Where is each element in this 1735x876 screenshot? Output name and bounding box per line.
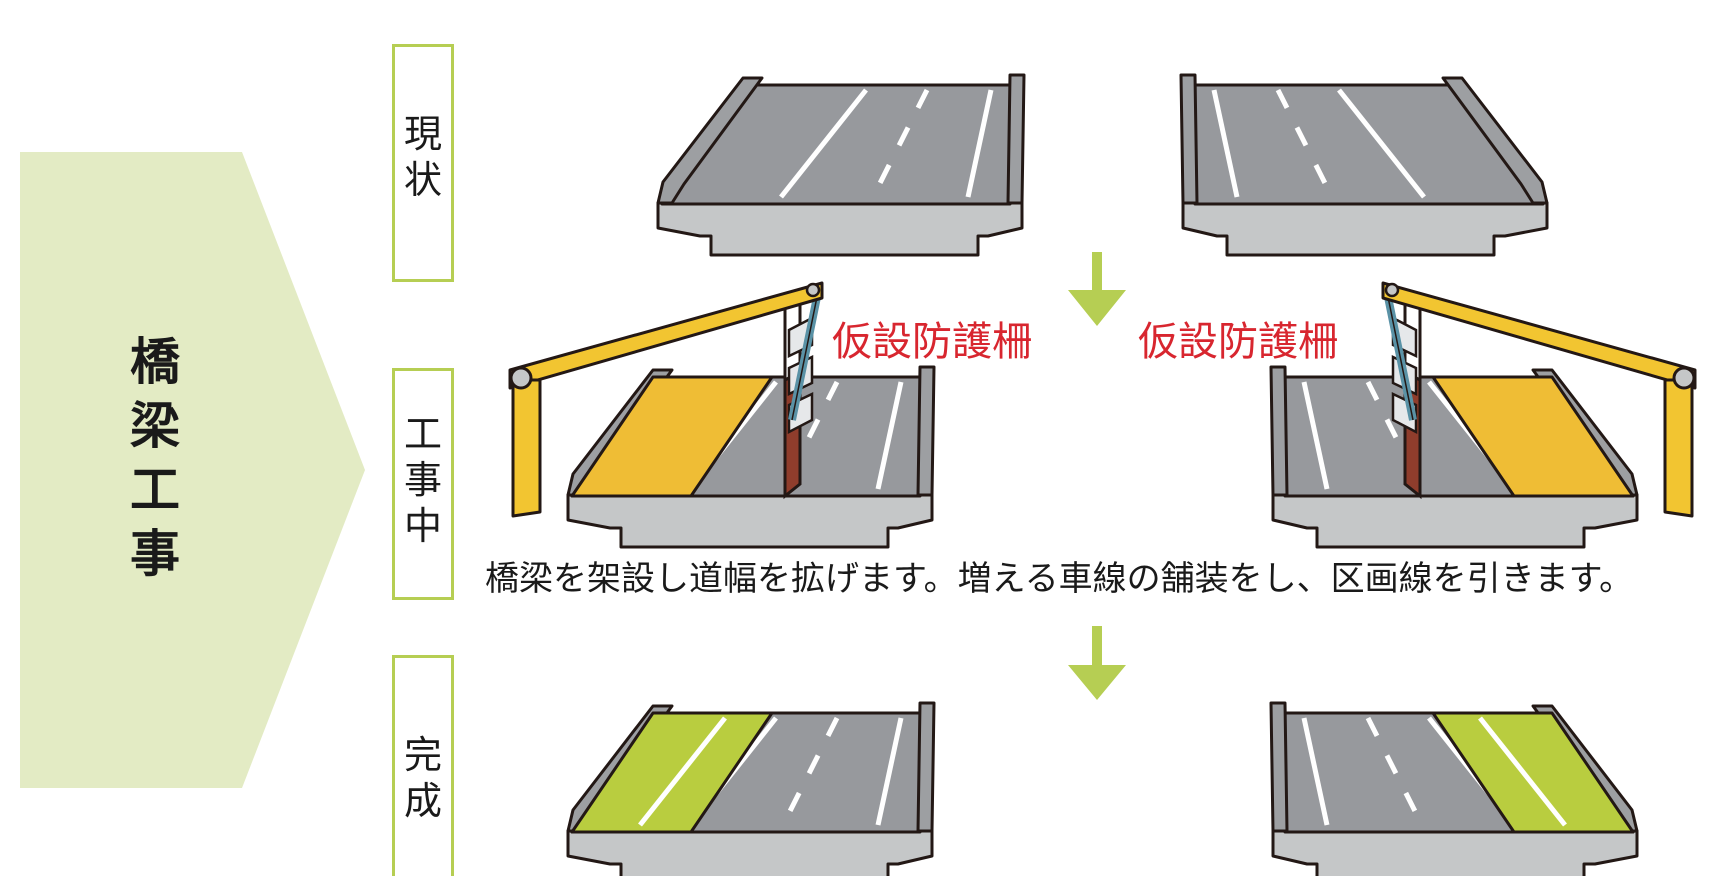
section-title-char: 梁 <box>130 397 180 455</box>
step-label-current: 現 状 <box>395 111 451 203</box>
step-char: 完 <box>403 733 442 777</box>
step-char: 現 <box>403 112 442 156</box>
step-box-construction: 工 事 中 <box>392 368 454 600</box>
section-title: 橋 梁 工 事 <box>40 330 270 586</box>
step-char: 成 <box>403 779 442 823</box>
barrier-label-right: 仮設防護柵 <box>1138 319 1338 365</box>
caption-text: 橋梁を架設し道幅を拡げます。増える車線の舗装をし、区画線を引きます。 <box>485 559 1634 599</box>
step-box-current: 現 状 <box>392 44 454 282</box>
barrier-label-left: 仮設防護柵 <box>832 319 1032 365</box>
step-char: 事 <box>403 458 442 502</box>
bridge-construction-right <box>1271 292 1637 547</box>
step-label-construction: 工 事 中 <box>395 411 451 549</box>
crane-left <box>508 281 824 518</box>
step-char: 工 <box>403 412 442 456</box>
step-char: 状 <box>403 158 442 202</box>
step-box-complete: 完 成 <box>392 655 454 876</box>
bridge-construction-left <box>568 292 934 547</box>
step-char: 中 <box>403 504 442 548</box>
bridge-complete-right <box>1271 703 1637 876</box>
chevron-banner <box>20 152 365 788</box>
arrow-down-icon <box>1068 626 1126 700</box>
arrow-down-icon <box>1068 252 1126 326</box>
bridge-current-left <box>658 75 1024 255</box>
crane-right <box>1381 281 1697 518</box>
section-title-char: 橋 <box>130 333 180 391</box>
section-title-char: 事 <box>130 525 180 583</box>
bridge-complete-left <box>568 703 934 876</box>
bridge-current-right <box>1181 75 1547 255</box>
section-title-char: 工 <box>130 461 180 519</box>
step-label-complete: 完 成 <box>395 732 451 824</box>
